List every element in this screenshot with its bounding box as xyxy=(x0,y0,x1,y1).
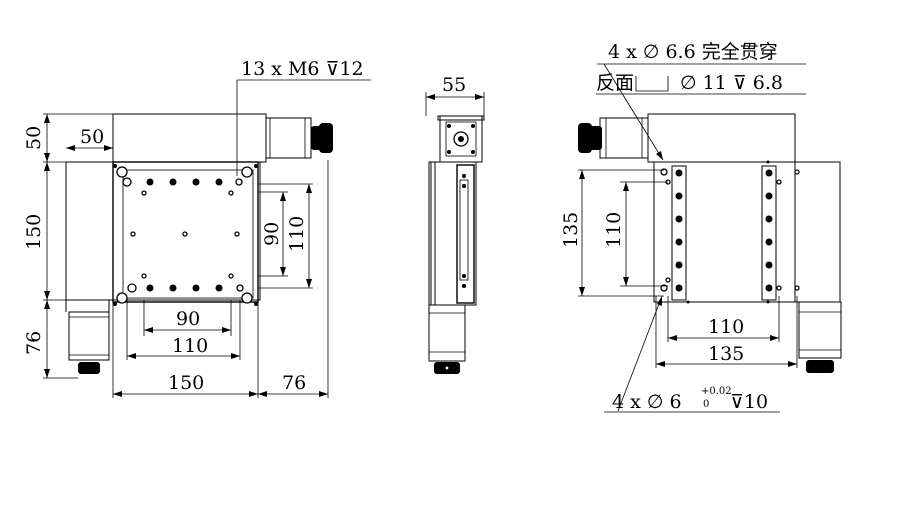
dim-width-150: 150 xyxy=(168,372,204,394)
back-rail-holes xyxy=(675,169,773,292)
front-hole xyxy=(141,273,147,279)
front-hole xyxy=(236,284,244,292)
back-top-housing xyxy=(647,113,796,163)
dim-body-height: 150 xyxy=(23,214,45,250)
back-main-body xyxy=(653,161,841,303)
front-hole xyxy=(146,284,154,292)
front-view: 50 150 76 50 13 x M6 ⊽12 90 110 xyxy=(23,58,371,398)
callout-pin-depth: ⊽10 xyxy=(730,391,768,413)
dim-height-135: 135 xyxy=(560,212,582,248)
dim-width-135: 135 xyxy=(708,343,744,365)
front-hole xyxy=(116,166,128,178)
dim-motor-76: 76 xyxy=(282,372,306,394)
front-main-body xyxy=(65,161,261,301)
front-bottom-motor xyxy=(68,311,110,361)
dim-width-55: 55 xyxy=(442,74,466,96)
side-body xyxy=(428,161,477,306)
front-hole xyxy=(234,231,240,237)
front-hole xyxy=(116,292,128,304)
callout-through-holes: 4 x ∅ 6.6 完全贯穿 xyxy=(608,41,778,63)
front-hole xyxy=(182,231,188,237)
dim-top-offset: 50 xyxy=(80,126,104,148)
callout-counterbore: ∅ 11 ⊽ 6.8 xyxy=(680,72,783,94)
callout-counterbore-prefix: 反面 xyxy=(596,72,634,94)
front-hole xyxy=(130,231,136,237)
callout-pin-tol-lower: 0 xyxy=(703,399,709,410)
dim-top-height: 50 xyxy=(23,126,45,150)
front-hole xyxy=(215,178,223,186)
side-view: 55 xyxy=(425,74,485,374)
dim-inner-110-v: 110 xyxy=(286,216,308,252)
dim-inner-110-h: 110 xyxy=(172,335,208,357)
back-rail-left xyxy=(671,165,687,301)
front-bottom-motor-knob xyxy=(78,362,100,374)
front-hole xyxy=(146,178,154,186)
front-hole xyxy=(127,283,137,293)
front-top-motor-knob xyxy=(311,126,321,150)
front-top-motor xyxy=(265,117,312,159)
front-hole xyxy=(235,178,243,186)
dim-inner-90-h: 90 xyxy=(176,308,200,330)
back-view: 4 x ∅ 6.6 完全贯穿 反面 ∅ 11 ⊽ 6.8 xyxy=(560,41,842,413)
front-hole xyxy=(192,178,200,186)
front-hole xyxy=(169,178,177,186)
front-hole xyxy=(169,284,177,292)
front-hole xyxy=(228,190,234,196)
callout-pin-tol-upper: +0.02 xyxy=(701,386,732,397)
front-hole xyxy=(141,190,147,196)
front-hole xyxy=(241,292,253,304)
dim-motor-height: 76 xyxy=(23,331,45,355)
thread-callout: 13 x M6 ⊽12 xyxy=(241,58,364,80)
front-carriage-plate xyxy=(112,161,259,303)
front-hole xyxy=(228,273,234,279)
front-hole xyxy=(122,177,132,187)
side-rail xyxy=(456,164,475,304)
dim-inner-90-v: 90 xyxy=(261,222,283,246)
front-hole xyxy=(241,166,253,178)
dim-width-110: 110 xyxy=(708,316,744,338)
front-top-housing xyxy=(112,113,267,163)
side-bottom-motor xyxy=(428,304,466,362)
back-rail-right xyxy=(761,165,777,301)
back-bottom-motor xyxy=(798,301,842,359)
dim-height-110: 110 xyxy=(603,212,625,248)
front-hole xyxy=(215,284,223,292)
front-hole xyxy=(192,284,200,292)
callout-pin-holes: 4 x ∅ 6 xyxy=(612,391,682,413)
